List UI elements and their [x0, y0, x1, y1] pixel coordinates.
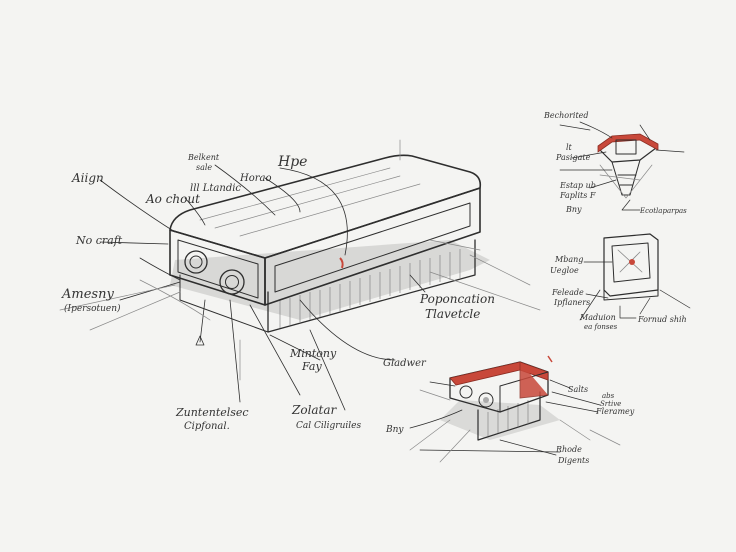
- label-zunter-2: Cipfonal.: [184, 421, 230, 432]
- label-amesny-2: (Ipersotuen): [64, 303, 121, 314]
- inset2-label-maduion-2: ea fonses: [584, 323, 618, 331]
- inset2-label-maduion-1: Maduion: [579, 313, 616, 322]
- inset-detail-cap: Bechorited lt Pasigate Estap ub Faplits …: [543, 111, 687, 215]
- main-red-accent: [339, 257, 344, 269]
- inset3-label-rhode-1: Rhode: [555, 445, 582, 454]
- main-labels: Aiign No craft Belkent sale Ao chout lll…: [61, 153, 495, 432]
- inset1-label-top: Bechorited: [543, 111, 589, 120]
- label-zolatar-2: Cal Ciligruiles: [296, 421, 361, 431]
- inset3-label-bny: Bny: [385, 425, 404, 435]
- inset1-label-it: lt: [566, 143, 573, 152]
- label-horao: Horao: [239, 173, 272, 184]
- label-mintony-1: Mintony: [289, 347, 337, 360]
- inset1-label-pasigate: Pasigate: [555, 153, 591, 162]
- inset3-label-abs-3: Fleramey: [595, 407, 635, 416]
- inset2-label-fornud: Fornud shih: [637, 315, 687, 324]
- main-side-face: [264, 187, 481, 306]
- inset2-label-mbang-2: Uegloe: [550, 266, 579, 275]
- main-device-sketch: [169, 154, 490, 333]
- inset3-label-abs-1: abs: [602, 392, 615, 400]
- main-sketch-strokes: [59, 139, 541, 381]
- inset1-label-bny: Bny: [565, 205, 582, 214]
- label-belkent-2: sale: [196, 163, 212, 172]
- inset1-label-estap-1: Estap ub: [559, 181, 596, 190]
- inset-detail-module: Salts abs Srtive Fleramey Bny Rhode Dige…: [385, 355, 635, 465]
- label-lltandic: lll Ltandic: [190, 183, 241, 194]
- label-no-craft: No craft: [75, 234, 123, 247]
- label-zunter-1: Zuntentelsec: [175, 406, 249, 419]
- inset2-label-feleade-1: Feleade: [551, 288, 584, 297]
- label-poponcation-1: Poponcation: [419, 292, 495, 306]
- inset3-label-rhode-2: Digents: [557, 456, 589, 465]
- label-hpe: Hpe: [277, 154, 307, 170]
- label-ao-chout: Ao chout: [145, 192, 200, 206]
- label-belkent-1: Belkent: [187, 153, 220, 162]
- inset2-label-mbang-1: Mbang: [554, 255, 583, 264]
- main-leader-lines: [99, 164, 426, 411]
- main-top-surface: [169, 154, 482, 259]
- label-zolatar-1: Zolatar: [291, 403, 338, 417]
- inset3-label-abs-2: Srtive: [600, 400, 621, 408]
- label-poponcation-2: Tlavetcle: [425, 307, 480, 321]
- label-gladwer: Gladwer: [383, 358, 427, 369]
- main-connectors: [184, 250, 245, 295]
- inset-detail-panel: Mbang Uegloe Feleade Ipflaners Maduion e…: [550, 233, 691, 331]
- inset3-label-salts: Salts: [568, 385, 588, 394]
- inset1-label-right: Ecotlaparpas: [639, 207, 687, 215]
- inset2-label-feleade-2: Ipflaners: [553, 298, 590, 307]
- label-mintony-2: Fay: [301, 360, 322, 373]
- inset1-label-estap-2: Faplits F: [559, 191, 596, 200]
- label-align: Aiign: [71, 171, 104, 185]
- label-amesny-1: Amesny: [61, 287, 114, 302]
